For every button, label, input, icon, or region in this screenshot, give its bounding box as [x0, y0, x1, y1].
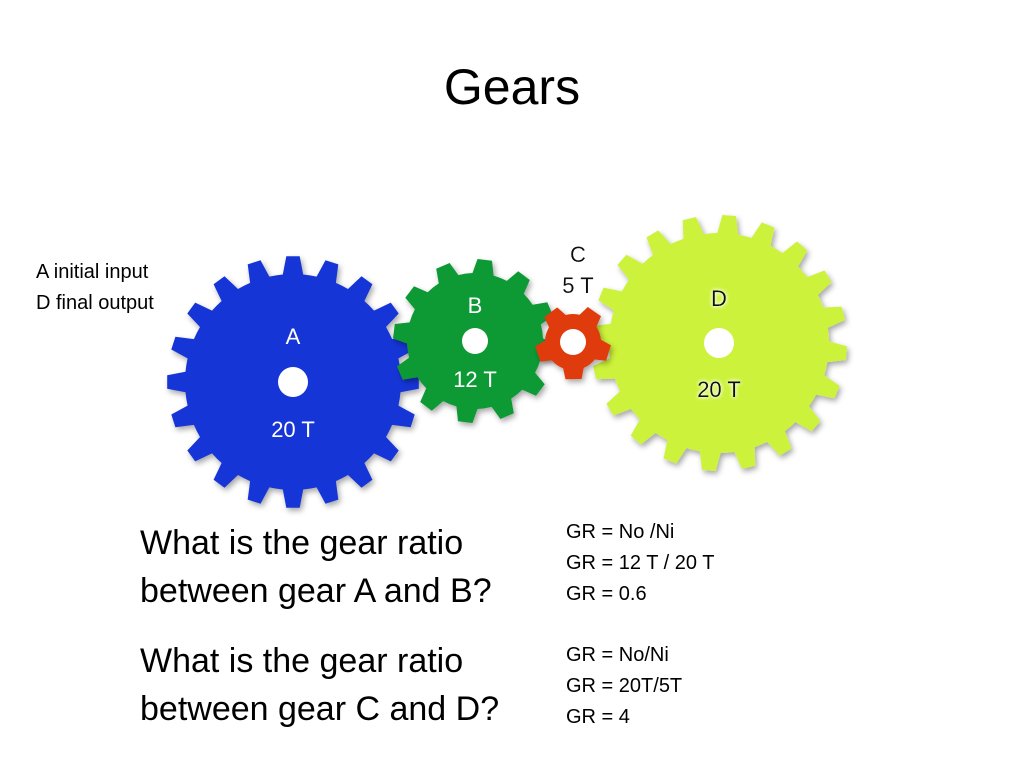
answer-a-b-result: GR = 0.6 [566, 583, 647, 605]
gear-d-teeth-label: 20 T [697, 377, 741, 402]
gear-b-teeth-label: 12 T [453, 367, 497, 392]
gear-a-letter: A [286, 324, 301, 349]
question-c-d: What is the gear ratio between gear C an… [140, 637, 499, 733]
gear-c: C 5 T [535, 242, 611, 380]
gear-b: B 12 T [393, 259, 557, 423]
answer-a-b-formula: GR = No /Ni [566, 521, 675, 543]
gear-a: A 20 T [167, 256, 419, 508]
answer-c-d: GR = No/Ni GR = 20T/5T GR = 4 [566, 640, 682, 733]
gear-d: D 20 T [591, 215, 847, 471]
gear-c-hole [560, 329, 586, 355]
io-note: A initial input D final output [36, 257, 154, 319]
slide-title: Gears [443, 59, 581, 115]
answer-c-d-result: GR = 4 [566, 706, 630, 728]
answer-c-d-formula: GR = No/Ni [566, 644, 669, 666]
answer-a-b: GR = No /Ni GR = 12 T / 20 T GR = 0.6 [566, 517, 714, 610]
answer-c-d-substitution: GR = 20T/5T [566, 675, 683, 697]
question-a-b-line-2: between gear A and B? [140, 572, 492, 610]
io-note-line-output: D final output [36, 292, 154, 314]
gear-c-letter: C [570, 242, 586, 267]
gear-a-hole [278, 367, 308, 397]
gear-b-hole [462, 328, 488, 354]
question-c-d-line-1: What is the gear ratio [140, 642, 464, 680]
gear-diagram: A 20 T B 12 T D 20 T C 5 T [167, 215, 847, 508]
gear-a-teeth-label: 20 T [271, 417, 315, 442]
question-a-b: What is the gear ratio between gear A an… [140, 519, 492, 615]
question-c-d-line-2: between gear C and D? [140, 690, 500, 728]
question-a-b-line-1: What is the gear ratio [140, 524, 464, 562]
gear-d-letter: D [711, 286, 727, 311]
gear-d-hole [704, 328, 734, 358]
answer-a-b-substitution: GR = 12 T / 20 T [566, 552, 715, 574]
gear-b-letter: B [468, 293, 483, 318]
io-note-line-input: A initial input [36, 261, 149, 283]
gear-c-teeth-label: 5 T [562, 273, 593, 298]
